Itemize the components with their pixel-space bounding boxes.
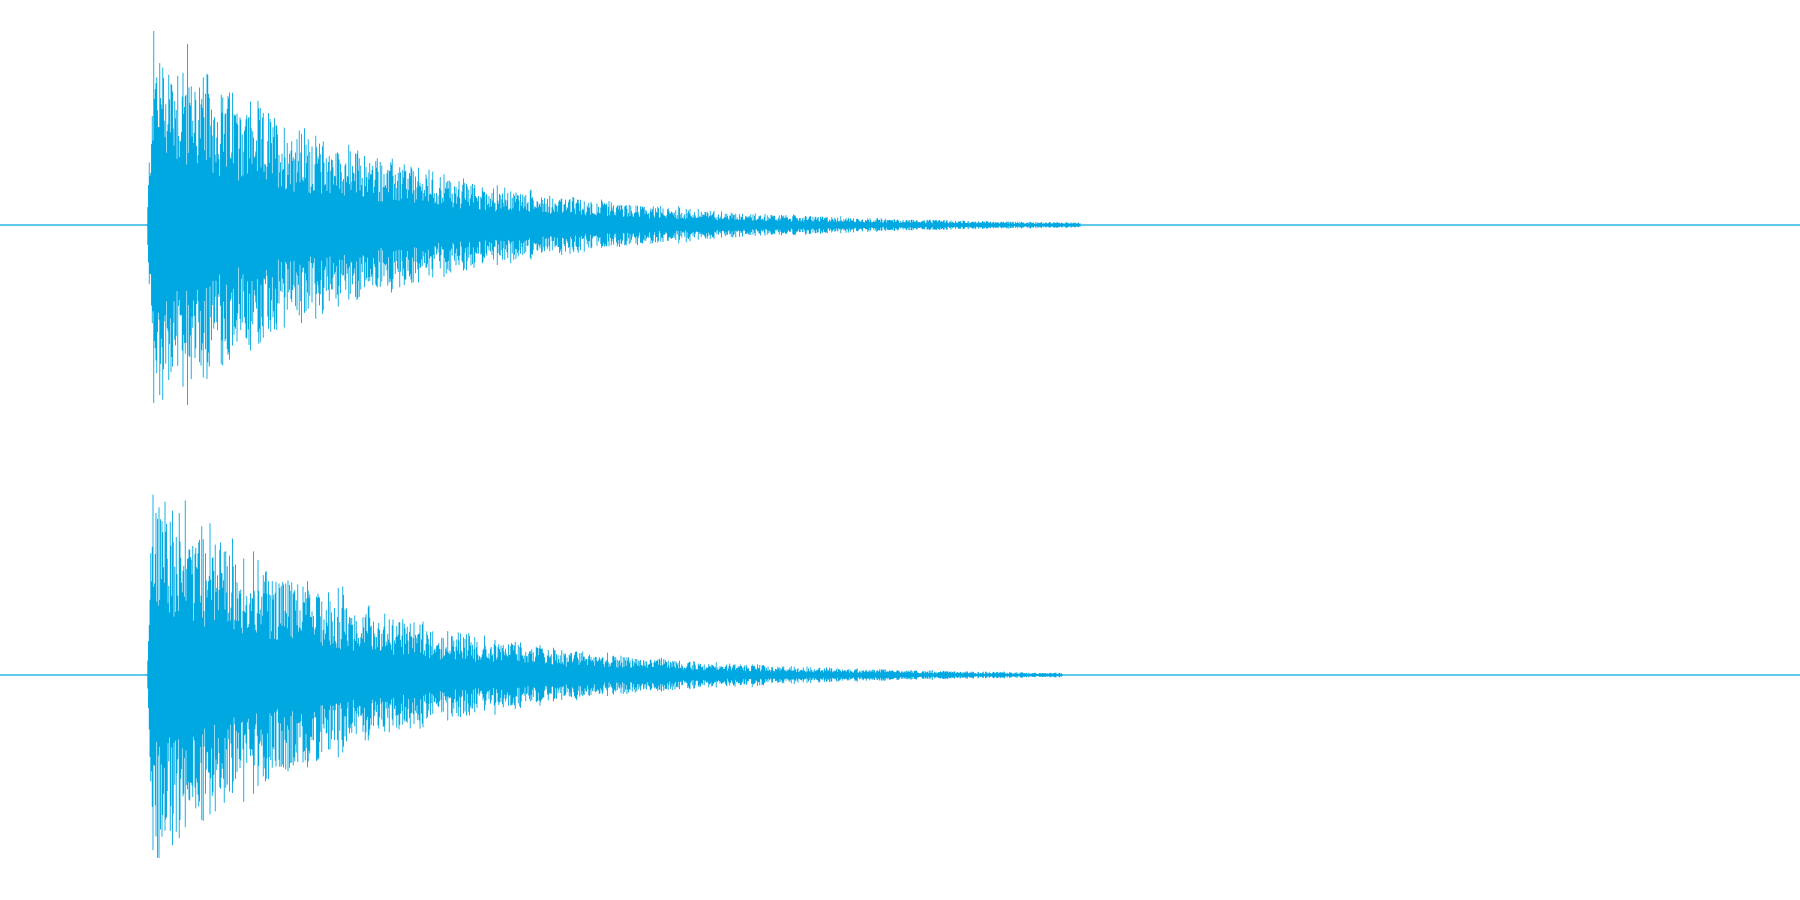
channel-left-waveform — [0, 30, 1800, 406]
channel-waveform-samples — [146, 494, 1063, 859]
channel-right-waveform — [0, 494, 1800, 859]
channel-waveform-samples — [146, 30, 1081, 406]
